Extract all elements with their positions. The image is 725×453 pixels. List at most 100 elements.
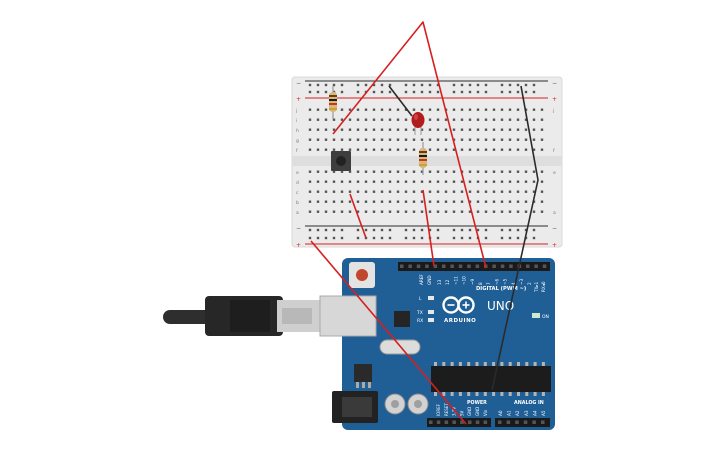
rail-hole[interactable] — [476, 228, 480, 232]
breadboard-hole[interactable] — [436, 118, 440, 121]
rail-hole[interactable] — [340, 228, 344, 232]
rail-hole[interactable] — [340, 236, 344, 240]
breadboard-hole[interactable] — [308, 170, 312, 173]
breadboard-hole[interactable] — [540, 210, 544, 213]
breadboard-hole[interactable] — [404, 180, 408, 183]
header-pin[interactable] — [425, 264, 429, 269]
breadboard-hole[interactable] — [308, 190, 312, 193]
breadboard-hole[interactable] — [412, 108, 416, 111]
rail-hole[interactable] — [324, 228, 328, 232]
breadboard-hole[interactable] — [476, 138, 480, 141]
rail-hole[interactable] — [340, 90, 344, 94]
breadboard-hole[interactable] — [508, 118, 512, 121]
breadboard-hole[interactable] — [340, 210, 344, 213]
breadboard-hole[interactable] — [372, 210, 376, 213]
breadboard-hole[interactable] — [516, 118, 520, 121]
rail-hole[interactable] — [476, 83, 480, 87]
breadboard-hole[interactable] — [516, 108, 520, 111]
power-header[interactable] — [427, 418, 491, 427]
breadboard-hole[interactable] — [332, 170, 336, 173]
rail-hole[interactable] — [324, 90, 328, 94]
breadboard-hole[interactable] — [340, 170, 344, 173]
breadboard-hole[interactable] — [404, 108, 408, 111]
rail-hole[interactable] — [316, 228, 320, 232]
breadboard-hole[interactable] — [532, 190, 536, 193]
rail-hole[interactable] — [380, 236, 384, 240]
breadboard-hole[interactable] — [348, 128, 352, 131]
breadboard-hole[interactable] — [460, 128, 464, 131]
rail-hole[interactable] — [508, 83, 512, 87]
header-pin[interactable] — [532, 420, 536, 425]
breadboard-hole[interactable] — [308, 210, 312, 213]
rail-hole[interactable] — [372, 83, 376, 87]
breadboard-hole[interactable] — [348, 170, 352, 173]
breadboard-hole[interactable] — [516, 210, 520, 213]
breadboard-hole[interactable] — [484, 170, 488, 173]
wire-black-gnd[interactable] — [491, 85, 539, 391]
breadboard-hole[interactable] — [452, 128, 456, 131]
resistor-2[interactable] — [419, 142, 427, 175]
breadboard-hole[interactable] — [380, 128, 384, 131]
rail-hole[interactable] — [436, 236, 440, 240]
breadboard-hole[interactable] — [468, 190, 472, 193]
breadboard-hole[interactable] — [492, 108, 496, 111]
rail-hole[interactable] — [412, 90, 416, 94]
header-pin[interactable] — [429, 420, 433, 425]
rail-hole[interactable] — [460, 83, 464, 87]
rail-hole[interactable] — [308, 83, 312, 87]
header-pin[interactable] — [416, 264, 421, 269]
breadboard-hole[interactable] — [348, 108, 352, 111]
breadboard-hole[interactable] — [532, 118, 536, 121]
rail-hole[interactable] — [532, 83, 536, 87]
breadboard-hole[interactable] — [332, 200, 336, 203]
wire-red-5v[interactable] — [310, 240, 467, 425]
breadboard-hole[interactable] — [332, 128, 336, 131]
breadboard-hole[interactable] — [468, 170, 472, 173]
rail-hole[interactable] — [436, 83, 440, 87]
rail-hole[interactable] — [388, 83, 392, 87]
rail-hole[interactable] — [428, 83, 432, 87]
breadboard-hole[interactable] — [396, 138, 400, 141]
breadboard-hole[interactable] — [388, 138, 392, 141]
rail-hole[interactable] — [420, 228, 424, 232]
breadboard-hole[interactable] — [404, 148, 408, 151]
breadboard-hole[interactable] — [380, 118, 384, 121]
breadboard-hole[interactable] — [324, 138, 328, 141]
breadboard-hole[interactable] — [332, 180, 336, 183]
rail-hole[interactable] — [404, 228, 408, 232]
breadboard-hole[interactable] — [500, 138, 504, 141]
breadboard-hole[interactable] — [396, 180, 400, 183]
breadboard-hole[interactable] — [396, 210, 400, 213]
header-pin[interactable] — [442, 264, 446, 269]
breadboard-hole[interactable] — [444, 180, 448, 183]
breadboard-hole[interactable] — [356, 128, 360, 131]
header-pin[interactable] — [452, 420, 456, 425]
breadboard-hole[interactable] — [508, 148, 512, 151]
breadboard-hole[interactable] — [524, 138, 528, 141]
breadboard-hole[interactable] — [324, 128, 328, 131]
breadboard-hole[interactable] — [516, 148, 520, 151]
breadboard-hole[interactable] — [508, 190, 512, 193]
usb-cable-cord[interactable] — [163, 310, 213, 324]
header-pin[interactable] — [500, 264, 505, 269]
rail-hole[interactable] — [356, 236, 360, 240]
breadboard-hole[interactable] — [524, 180, 528, 183]
breadboard-hole[interactable] — [356, 170, 360, 173]
breadboard-hole[interactable] — [436, 170, 440, 173]
breadboard-hole[interactable] — [524, 210, 528, 213]
breadboard-hole[interactable] — [516, 170, 520, 173]
rail-hole[interactable] — [364, 83, 368, 87]
breadboard-hole[interactable] — [460, 148, 464, 151]
breadboard-hole[interactable] — [516, 190, 520, 193]
rail-hole[interactable] — [508, 236, 512, 240]
breadboard-hole[interactable] — [484, 128, 488, 131]
breadboard-hole[interactable] — [500, 190, 504, 193]
rail-hole[interactable] — [516, 90, 520, 94]
breadboard-hole[interactable] — [476, 210, 480, 213]
breadboard-hole[interactable] — [540, 180, 544, 183]
breadboard-hole[interactable] — [420, 138, 424, 141]
breadboard-hole[interactable] — [476, 190, 480, 193]
breadboard-hole[interactable] — [324, 108, 328, 111]
rail-hole[interactable] — [420, 83, 424, 87]
